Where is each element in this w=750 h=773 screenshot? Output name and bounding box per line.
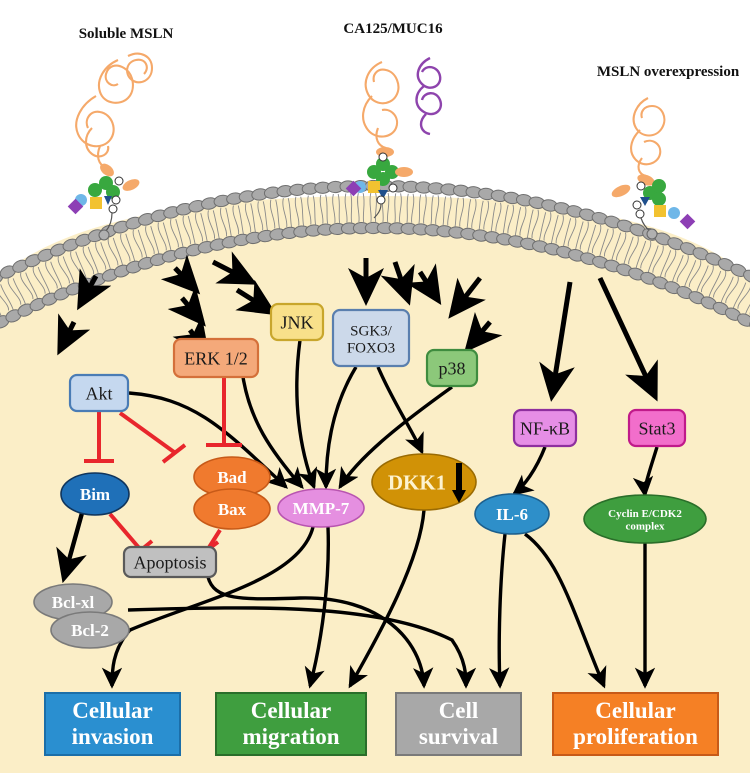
curve-bcl-to-survival — [127, 606, 477, 689]
ligand-msln-overexpression-glyph — [611, 97, 696, 240]
outcome-label-cellular-proliferation-line1: Cellular — [595, 698, 676, 723]
node-label-bim: Bim — [80, 485, 110, 504]
dkk1-downregulation-marker — [452, 463, 466, 503]
node-label-bax: Bax — [218, 500, 247, 519]
arrow-membrane-to-p38-3 — [464, 311, 503, 353]
node-nfkb[interactable]: NF-κB — [512, 408, 578, 448]
node-label-erk: ERK 1/2 — [184, 348, 248, 368]
node-label-il6: IL-6 — [496, 505, 528, 524]
node-label-jnk: JNK — [280, 312, 313, 332]
node-label-cyclin: complex — [625, 520, 665, 532]
node-label-stat3: Stat3 — [638, 418, 675, 438]
node-il6[interactable]: IL-6 — [474, 493, 550, 535]
outcome-label-cellular-invasion-line2: invasion — [72, 724, 154, 749]
outcome-curves — [101, 509, 656, 689]
inhibition-akt-bad — [118, 411, 187, 464]
bim-to-bcl-arrow — [56, 512, 87, 584]
arrow-membrane-to-p38-2 — [448, 276, 486, 319]
arrow-membrane-to-jnk-2 — [235, 279, 278, 316]
outcome-label-cellular-migration-line1: Cellular — [251, 698, 332, 723]
node-label-dkk1: DKK1 — [388, 470, 446, 494]
plasma-membrane — [0, 165, 750, 333]
curve-mmp7-to-migration — [304, 526, 330, 689]
curve-jnk-to-mmp7 — [295, 339, 318, 490]
ligand-title-ca125-muc16: CA125/MUC16 — [343, 21, 443, 37]
curve-sgk3-to-mmp7 — [315, 366, 358, 490]
curve-dkk1-to-migration — [348, 509, 426, 689]
node-bim[interactable]: Bim — [60, 472, 130, 516]
node-label-apoptosis: Apoptosis — [133, 552, 206, 572]
outcome-label-cellular-proliferation-line2: proliferation — [573, 724, 698, 749]
node-label-sgk3: SGK3/ — [350, 323, 393, 339]
node-bclxl[interactable]: Bcl-xl — [33, 583, 113, 621]
outcome-label-cellular-migration-line2: migration — [242, 724, 339, 749]
curve-mmp7-to-invasion — [101, 526, 315, 689]
curve-p38-to-mmp7 — [338, 385, 453, 490]
node-bcl2[interactable]: Bcl-2 — [50, 611, 130, 649]
node-label-cyclin: Cyclin E/CDK2 — [608, 508, 682, 520]
arrow-membrane-to-akt-2 — [57, 313, 91, 356]
node-label-p38: p38 — [439, 358, 466, 378]
curve-il6-to-survival — [489, 533, 510, 689]
curve-erk-to-mmp7 — [241, 376, 304, 490]
outcome-label-cell-survival-line2: survival — [419, 724, 498, 749]
arrow-membrane-to-p38-1 — [405, 263, 442, 306]
ligand-ca125-muc16-glyph — [345, 56, 443, 219]
arrow-membrane-to-akt-1 — [77, 268, 112, 311]
curve-il6-to-proliferation — [523, 532, 607, 689]
ligand-title-msln-overexpression: MSLN overexpression — [597, 64, 740, 80]
node-dkk1[interactable]: DKK1 — [371, 453, 477, 511]
node-label-bclxl: Bcl-xl — [52, 593, 95, 612]
signal-curves — [128, 339, 659, 498]
node-akt[interactable]: Akt — [68, 373, 130, 413]
node-jnk[interactable]: JNK — [269, 302, 325, 342]
inhibition-akt-bim — [84, 412, 114, 463]
node-label-bcl2: Bcl-2 — [71, 621, 109, 640]
node-apoptosis[interactable]: Apoptosis — [122, 545, 218, 579]
node-label-nfkb: NF-κB — [520, 418, 570, 438]
node-sgk3[interactable]: SGK3/FOXO3 — [331, 308, 411, 368]
curve-stat3-to-cyclin — [632, 446, 659, 498]
ligand-soluble-msln-glyph — [67, 52, 154, 241]
node-erk[interactable]: ERK 1/2 — [172, 337, 260, 379]
node-label-akt: Akt — [86, 383, 113, 403]
node-label-sgk3: FOXO3 — [347, 340, 395, 356]
inhibition-erk-bad — [206, 378, 242, 447]
curve-nfkb-to-il6 — [511, 446, 547, 496]
node-p38[interactable]: p38 — [425, 348, 479, 388]
arrow-membrane-to-jnk-1 — [211, 251, 258, 285]
curve-sgk3-to-dkk1 — [376, 366, 424, 455]
node-bax[interactable]: Bax — [193, 488, 271, 530]
ligand-title-soluble-msln: Soluble MSLN — [79, 26, 174, 42]
node-label-mmp7: MMP-7 — [293, 499, 350, 518]
outcome-label-cellular-invasion-line1: Cellular — [72, 698, 153, 723]
node-label-bad: Bad — [217, 468, 247, 487]
outcome-label-cell-survival-line1: Cell — [439, 698, 479, 723]
arrow-membrane-to-stat3 — [597, 276, 658, 402]
node-stat3[interactable]: Stat3 — [627, 408, 687, 448]
arrow-membrane-to-nfkb — [539, 281, 575, 402]
node-mmp7[interactable]: MMP-7 — [277, 488, 365, 528]
curve-apoptosis-to-survival — [206, 576, 434, 689]
